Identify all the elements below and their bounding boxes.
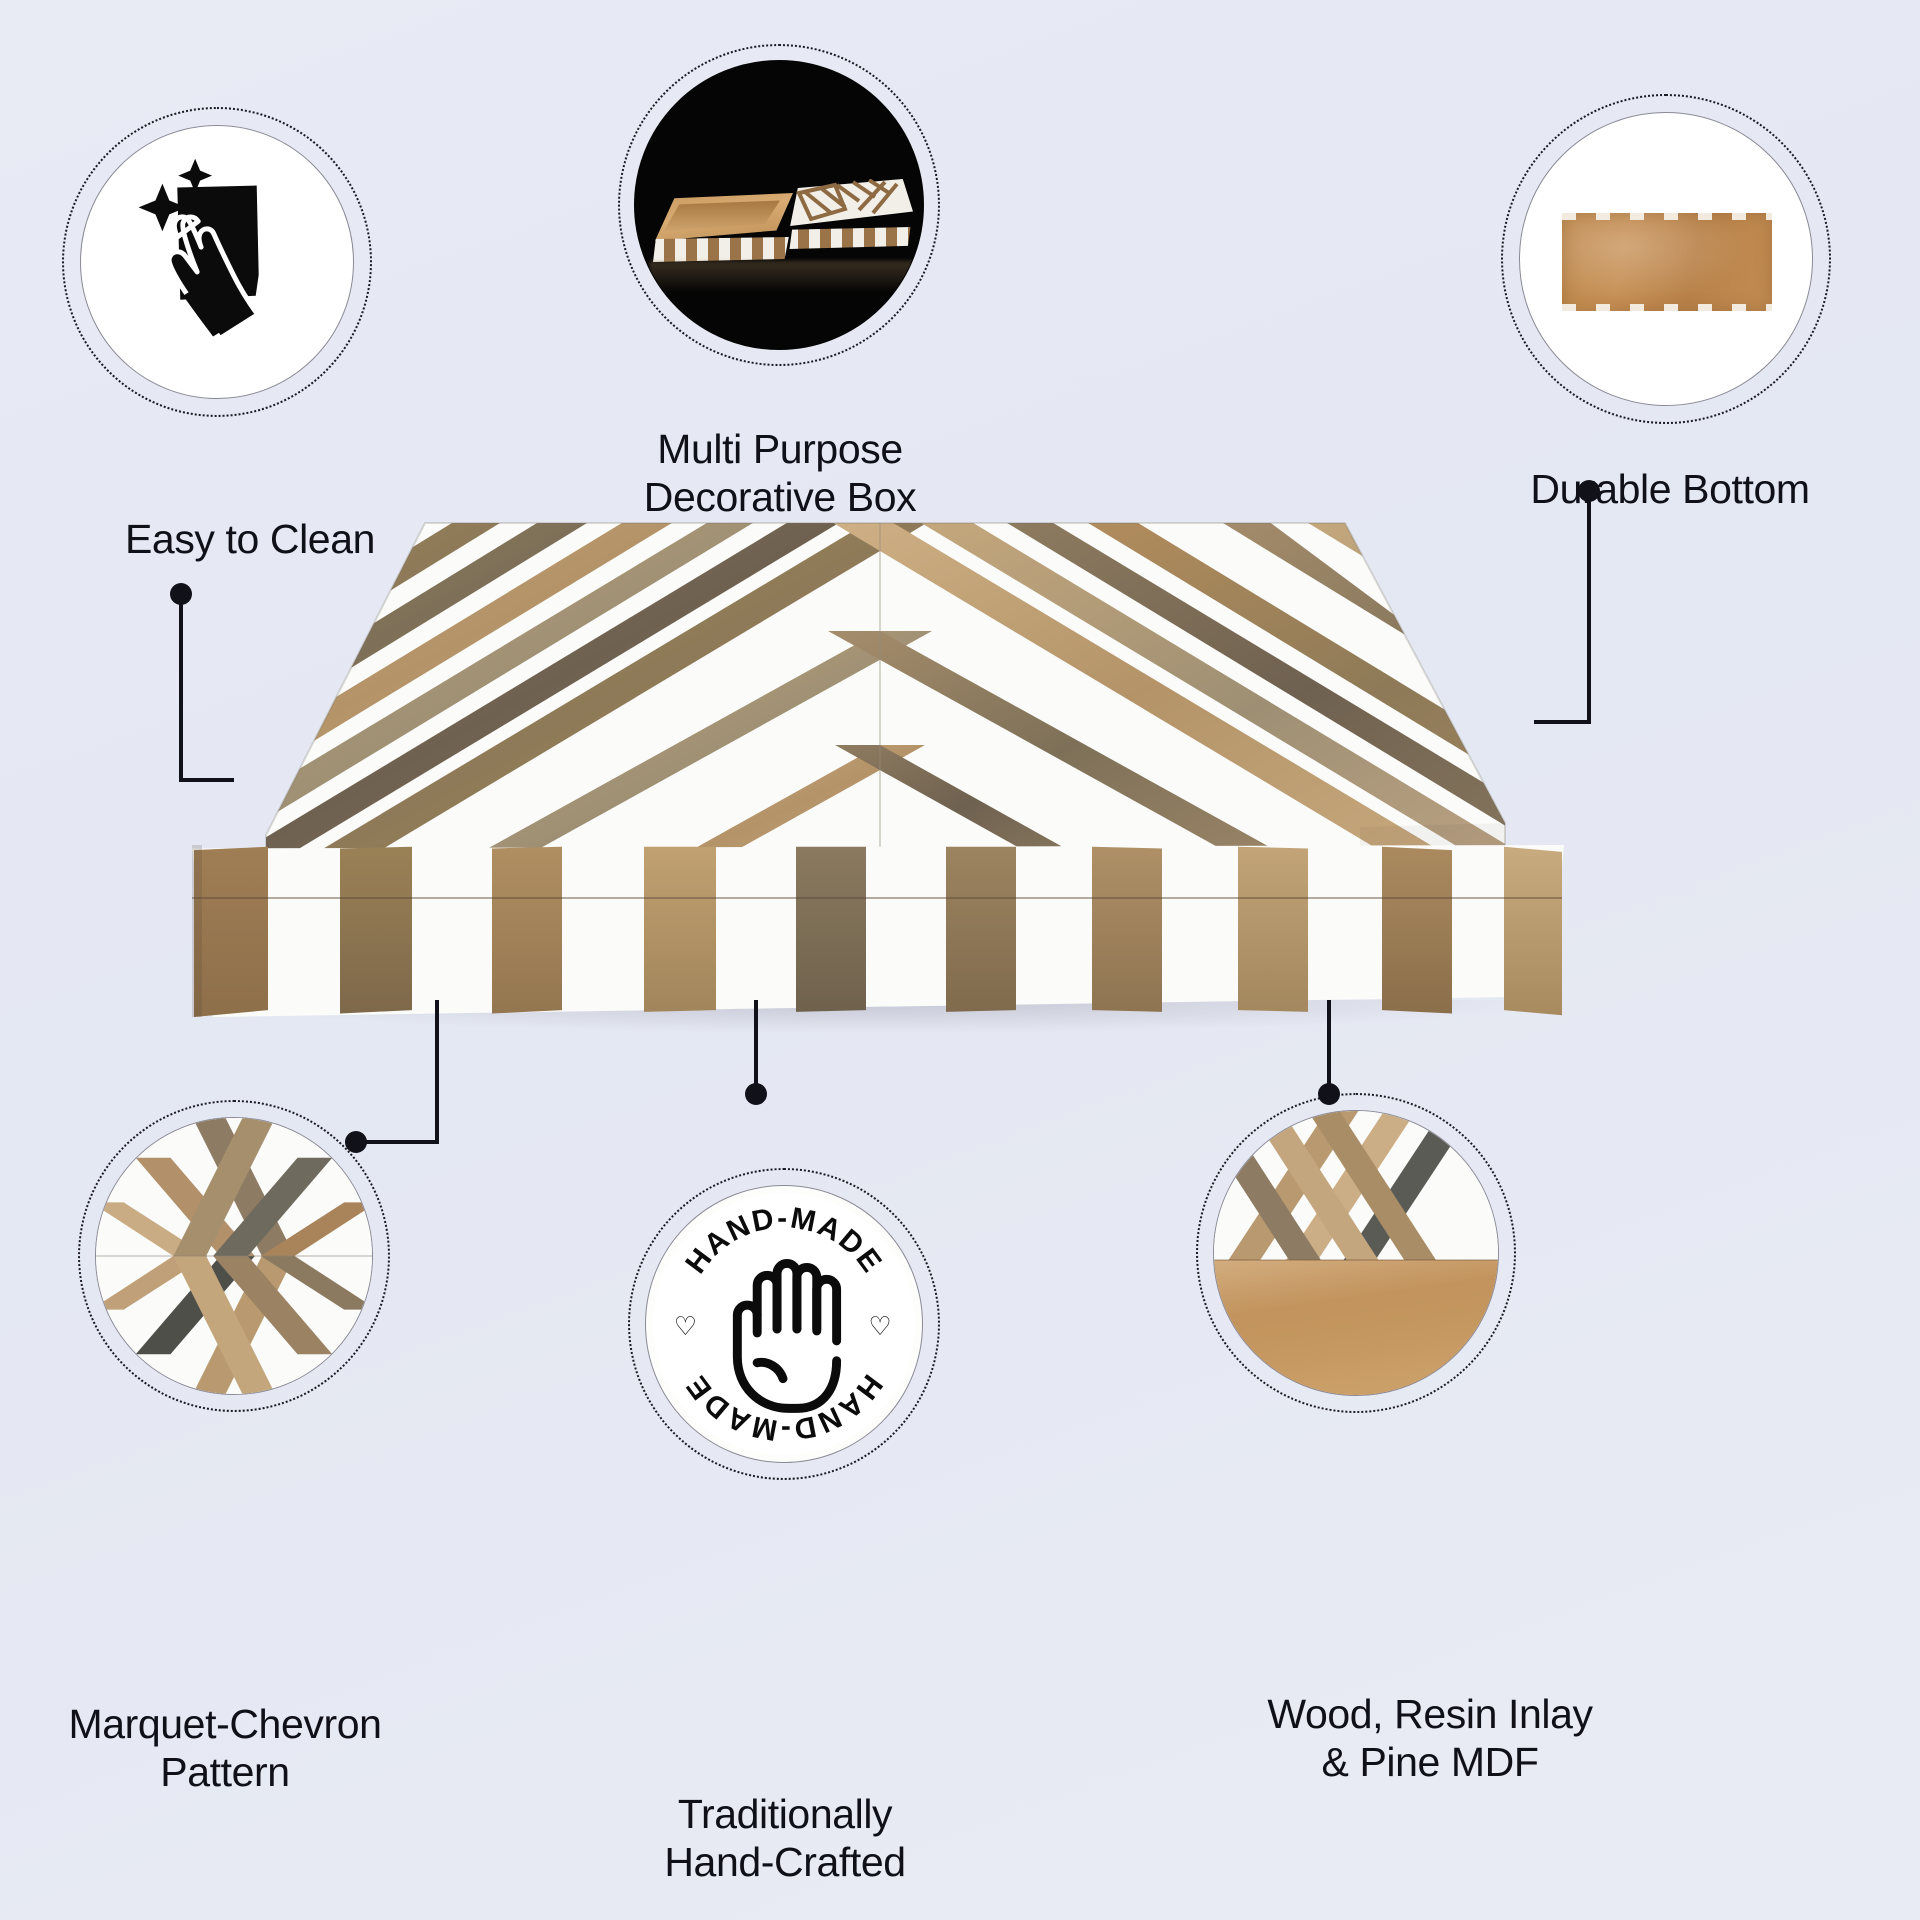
marquet-chevron-label: Marquet-Chevron Pattern xyxy=(68,1701,382,1796)
durable-bottom-photo-circle xyxy=(1519,112,1813,406)
front-slat xyxy=(1504,846,1562,1016)
connector-line-hand-crafted xyxy=(754,1000,758,1092)
decorative-box-photo xyxy=(635,61,923,349)
connector-line-easy-to-clean-h xyxy=(179,778,234,782)
chevron-marquetry-closeup-photo xyxy=(96,1118,372,1394)
connector-dot-hand-crafted xyxy=(745,1083,767,1105)
marquet-chevron-photo-circle xyxy=(95,1117,373,1395)
hand-crafted-dotted-ring xyxy=(628,1168,940,1480)
box-front-face xyxy=(192,845,1564,1017)
hand-made-stamp-badge: HAND-MADE HAND-MADE ♡ ♡ xyxy=(646,1186,922,1462)
materials-label: Wood, Resin Inlay & Pine MDF xyxy=(1267,1691,1593,1786)
badge-heart-left-icon: ♡ xyxy=(674,1313,697,1341)
product-image-chevron-box xyxy=(180,505,1580,1025)
easy-to-clean-label: Easy to Clean xyxy=(124,516,376,562)
front-slat xyxy=(1238,846,1308,1012)
multi-purpose-photo-circle xyxy=(634,60,924,350)
connector-line-durable-bottom-h xyxy=(1534,720,1591,724)
mdf-base-panel-photo xyxy=(1562,213,1772,311)
box-lid-seam xyxy=(192,897,1562,899)
easy-to-clean-dotted-ring xyxy=(62,107,372,417)
materials-photo-circle xyxy=(1213,1110,1499,1396)
open-palm-hand-icon xyxy=(732,1259,842,1413)
hand-crafted-badge-circle: HAND-MADE HAND-MADE ♡ ♡ xyxy=(645,1185,923,1463)
front-slat xyxy=(644,846,716,1012)
box-lid-chevron-top xyxy=(180,505,1580,860)
front-slat xyxy=(1382,846,1452,1014)
durable-bottom-dotted-ring xyxy=(1501,94,1831,424)
durable-bottom-label: Durable Bottom xyxy=(1530,466,1810,512)
front-slat xyxy=(492,846,562,1014)
badge-heart-right-icon: ♡ xyxy=(868,1313,891,1341)
connector-line-easy-to-clean-v xyxy=(179,592,183,782)
hand-wiping-cloth-sparkle-icon xyxy=(81,126,353,398)
connector-dot-materials xyxy=(1318,1083,1340,1105)
multi-purpose-label: Multi Purpose Decorative Box xyxy=(643,426,917,521)
front-slat xyxy=(340,846,412,1014)
connector-line-marquet-chevron-h xyxy=(354,1140,439,1144)
front-slat xyxy=(796,846,866,1012)
connector-line-materials xyxy=(1327,1000,1331,1092)
connector-line-marquet-chevron-v xyxy=(435,1000,439,1142)
wood-resin-mdf-closeup-photo xyxy=(1214,1111,1498,1395)
front-slat xyxy=(194,846,268,1017)
easy-to-clean-icon-circle xyxy=(80,125,354,399)
connector-line-durable-bottom-v xyxy=(1587,489,1591,724)
hand-crafted-label: Traditionally Hand-Crafted xyxy=(664,1791,906,1886)
box-front-resin xyxy=(192,845,1564,1017)
materials-dotted-ring xyxy=(1196,1093,1516,1413)
marquet-chevron-dotted-ring xyxy=(78,1100,390,1412)
front-slat xyxy=(1092,846,1162,1012)
front-slat xyxy=(946,846,1016,1012)
multi-purpose-dotted-ring xyxy=(618,44,940,366)
